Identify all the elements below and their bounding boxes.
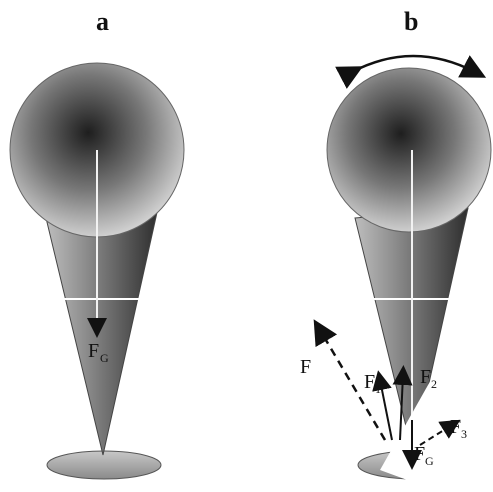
svg-text:3: 3 [461, 427, 467, 441]
panel-b-force-label-f: F [300, 356, 311, 378]
panel-b-force-label-f2: F 2 [420, 366, 437, 391]
panel-b-label: b [404, 7, 418, 36]
panel-b-force-f1-arrow [380, 380, 392, 440]
svg-text:F: F [414, 443, 425, 465]
svg-text:F: F [300, 356, 311, 378]
svg-text:F: F [364, 371, 375, 393]
panel-b-sphere [327, 68, 491, 232]
panel-b-force-label-f1: F 1 [364, 371, 381, 396]
panel-a-cone [46, 208, 158, 455]
panel-a-base-disc [47, 451, 161, 479]
svg-text:F: F [450, 416, 461, 438]
panel-b: b F F 1 F 2 [300, 7, 493, 492]
panel-a: a F G [10, 7, 184, 479]
svg-text:G: G [425, 454, 434, 468]
svg-text:F: F [88, 340, 99, 362]
svg-text:F: F [420, 366, 431, 388]
svg-text:1: 1 [375, 382, 381, 396]
svg-text:2: 2 [431, 377, 437, 391]
panel-a-label: a [96, 7, 109, 36]
svg-text:G: G [100, 351, 109, 365]
